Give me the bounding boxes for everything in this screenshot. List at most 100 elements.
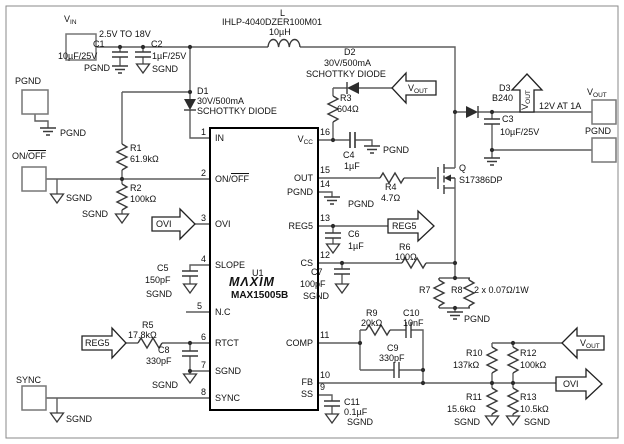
r5-value-label: 17.8kΩ	[128, 330, 157, 340]
reg5-arrow-rtct-label: REG5	[85, 338, 110, 348]
pin-name-slope: SLOPE	[215, 260, 246, 270]
d1-type-label: SCHOTTKY DIODE	[197, 106, 277, 116]
wires	[34, 46, 592, 416]
r3-ref-label: R3	[340, 93, 352, 103]
pin11-number: 11	[320, 330, 330, 340]
pin4-number: 4	[201, 254, 207, 264]
sync-terminal-label: SYNC	[16, 375, 42, 385]
r2-value-label: 100kΩ	[130, 194, 157, 204]
pin6-number: 6	[201, 332, 207, 342]
d1-ref-label: D1	[197, 86, 209, 96]
diagram-border	[5, 5, 619, 439]
reg5-arrow-pin13	[387, 209, 435, 243]
q-part-label: S17386DP	[459, 175, 503, 185]
pin2-number: 2	[201, 168, 207, 178]
vout-terminal	[591, 99, 617, 125]
r10-value-label: 137kΩ	[453, 360, 480, 370]
sgnd-symbol-pin7	[182, 373, 198, 384]
ovi-arrow-pin3-label: OVI	[156, 219, 172, 229]
pin15-number: 15	[320, 165, 331, 175]
capacitor-c5-symbol	[181, 270, 199, 277]
mosfet-q-symbol	[437, 164, 455, 194]
pin-name-vcc: VCC	[297, 134, 313, 146]
junction-dots	[117, 44, 516, 386]
reg5-arrow-rtct	[81, 326, 127, 360]
vout-arrow-d2	[391, 71, 437, 105]
c8-value-label: 330pF	[146, 356, 172, 366]
resistor-r10-symbol	[486, 346, 498, 374]
pgnd-symbol-c1	[111, 65, 129, 74]
diode-d3-symbol	[466, 106, 478, 118]
vout-rating-label: 12V AT 1A	[539, 101, 582, 111]
ic-logo: MΛXIM	[229, 275, 275, 289]
vout-terminal-label: VOUT	[587, 87, 607, 99]
diode-d1-symbol	[184, 99, 196, 110]
c3-ref-label: C3	[502, 114, 514, 124]
pgnd-symbol-c4	[363, 145, 381, 154]
c3-value-label: 10µF/25V	[500, 127, 540, 137]
diode-symbols	[184, 82, 479, 118]
ic-body	[209, 127, 319, 411]
pin-name-in: IN	[215, 133, 224, 143]
pin1-number: 1	[201, 127, 207, 137]
r8-ref-label: R8	[451, 285, 463, 295]
pin-name-onoff: ON/OFF	[215, 174, 250, 184]
resistor-r2-symbol	[116, 183, 128, 211]
vin-range-label: 2.5V TO 18V	[99, 29, 151, 39]
ovi-arrow-pin3	[151, 207, 196, 241]
r13-value-label: 10.5kΩ	[520, 404, 549, 414]
r8-value-label: 2 x 0.07Ω/1W	[474, 285, 529, 295]
c11-gnd-label: SGND	[347, 417, 374, 427]
c11-value-label: 0.1µF	[344, 407, 368, 417]
sgnd-symbol-c2	[135, 63, 151, 74]
sgnd-symbol-c7	[334, 283, 350, 294]
c4-value-label: 1µF	[344, 161, 360, 171]
r10-ref-label: R10	[466, 348, 483, 358]
pin-name-comp: COMP	[286, 338, 313, 348]
d2-ref-label: D2	[344, 47, 356, 57]
pin-name-ss: SS	[300, 389, 313, 399]
pin-name-pgnd: PGND	[286, 187, 313, 197]
c7-value-label: 100pF	[300, 279, 326, 289]
resistor-r13-symbol	[507, 387, 519, 415]
r2-ref-label: R2	[130, 183, 142, 193]
sgnd-symbol-r2	[114, 213, 130, 224]
c5-ref-label: C5	[157, 263, 169, 273]
c5-gnd-label: SGND	[146, 289, 173, 299]
sgnd-symbol-onoff	[49, 193, 65, 204]
c6-value-label: 1µF	[348, 241, 364, 251]
d2-type-label: SCHOTTKY DIODE	[306, 69, 386, 79]
r1-value-label: 61.9kΩ	[130, 154, 159, 164]
pin13-number: 13	[320, 213, 331, 223]
c1-ref-label: C1	[93, 39, 105, 49]
capacitor-symbols	[111, 51, 501, 407]
r6-ref-label: R6	[399, 242, 411, 252]
diode-d2-symbol	[347, 82, 359, 94]
pin-name-rtct: RTCT	[215, 338, 239, 348]
pin-name-reg5: REG5	[288, 221, 313, 231]
pin-name-sgnd: SGND	[215, 366, 242, 376]
r11-gnd-label: SGND	[454, 417, 481, 427]
pgnd-terminal-right	[591, 137, 617, 163]
resistor-r11-symbol	[486, 387, 498, 415]
c4-gnd-label: PGND	[383, 145, 410, 155]
r6-value-label: 100Ω	[395, 252, 417, 262]
ovi-arrow-out-label: OVI	[563, 379, 579, 389]
pin12-number: 12	[320, 250, 331, 260]
pin9-number: 9	[320, 382, 326, 392]
c2-gnd-label: SGND	[152, 64, 179, 74]
c2-ref-label: C2	[151, 39, 163, 49]
pgnd-terminal-left-gnd-label: PGND	[60, 128, 87, 138]
r4-ref-label: R4	[385, 182, 397, 192]
r13-gnd-label: SGND	[524, 417, 551, 427]
vout-arrow-feedback-label: VOUT	[580, 338, 600, 350]
sgnd-symbol-r11	[484, 415, 500, 426]
pin5-number: 5	[197, 301, 203, 311]
resistor-r7-symbol	[433, 279, 445, 307]
capacitor-c3-symbol	[483, 118, 501, 125]
r11-value-label: 15.6kΩ	[447, 404, 476, 414]
capacitor-c1-symbol	[111, 51, 129, 58]
pin-name-fb: FB	[301, 377, 313, 387]
vout-arrow-up-label: VOUT	[520, 90, 532, 110]
d1-rating-label: 30V/500mA	[197, 96, 245, 106]
